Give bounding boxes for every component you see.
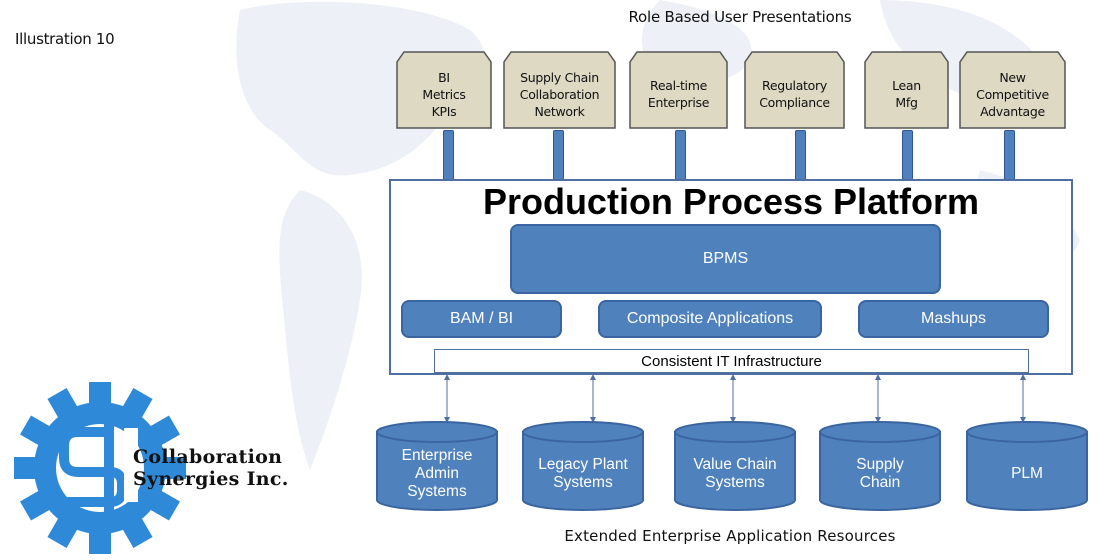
gear-icon — [14, 382, 186, 554]
presentation-shape-regulatory — [744, 51, 845, 129]
illustration-caption: Illustration 10 — [15, 30, 115, 48]
presentation-shape-bi — [396, 51, 492, 129]
resource-enterprise-admin: Enterprise Admin Systems — [401, 447, 473, 500]
presentation-supply-chain: Supply Chain Collaboration Network — [519, 69, 600, 119]
resource-value-chain: Value Chain Systems — [693, 456, 777, 491]
platform-title: Production Process Platform — [482, 181, 980, 222]
logo-line-2: Synergies Inc. — [133, 468, 289, 490]
bam-bi-box: BAM / BI — [401, 300, 562, 338]
composite-applications-box: Composite Applications — [598, 300, 822, 338]
resource-supply-chain: Supply Chain — [856, 456, 904, 491]
resource-plm: PLM — [1011, 465, 1043, 482]
logo-line-1: Collaboration — [133, 446, 283, 468]
cylinder-plm — [966, 421, 1088, 511]
cylinder-legacy-plant — [522, 421, 644, 511]
presentation-lean: Lean Mfg — [892, 78, 921, 110]
presentations-heading: Role Based User Presentations — [628, 8, 852, 26]
resources-heading: Extended Enterprise Application Resource… — [564, 527, 896, 545]
resource-legacy-plant: Legacy Plant Systems — [538, 456, 628, 491]
presentation-shape-lean — [864, 51, 949, 129]
bpms-box: BPMS — [510, 224, 941, 294]
presentation-real-time: Real-time Enterprise — [647, 78, 710, 110]
presentation-shape-new-advantage — [959, 51, 1066, 129]
cylinder-supply-chain — [819, 421, 941, 511]
presentation-shape-supply-chain — [503, 51, 616, 129]
presentation-regulatory: Regulatory Compliance — [759, 78, 830, 110]
mashups-box: Mashups — [858, 300, 1049, 338]
presentation-bi: BI Metrics KPIs — [422, 69, 466, 119]
cylinder-value-chain — [674, 421, 796, 511]
presentation-new-advantage: New Competitive Advantage — [976, 69, 1049, 119]
infrastructure-bar: Consistent IT Infrastructure — [434, 349, 1029, 373]
cylinder-enterprise-admin — [376, 421, 498, 511]
presentation-shape-real-time — [629, 51, 728, 129]
